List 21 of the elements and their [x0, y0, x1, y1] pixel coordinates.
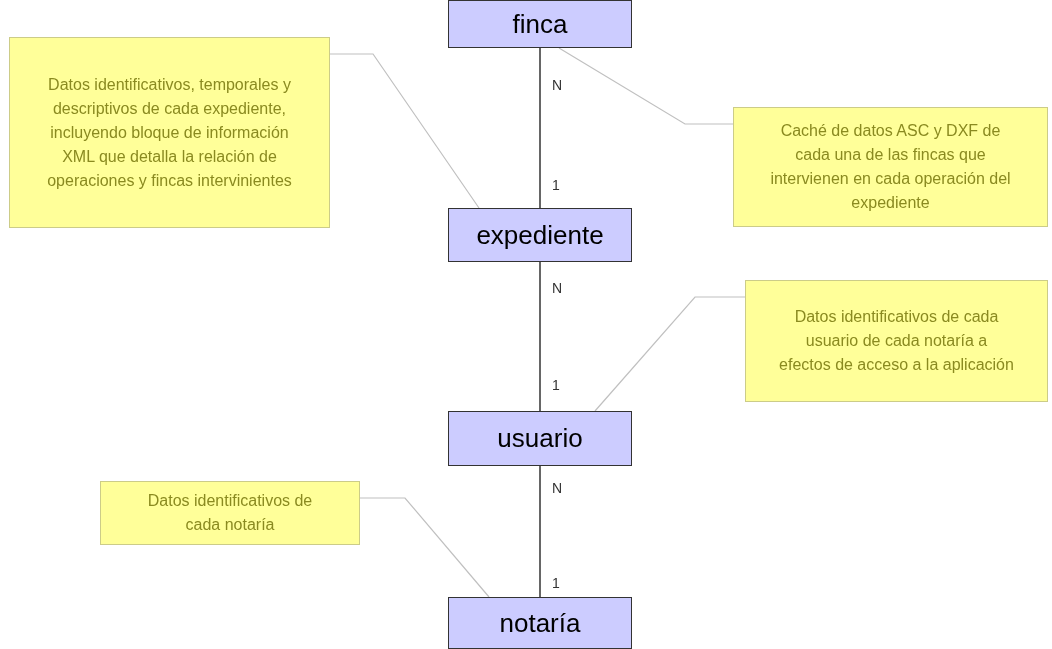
relationship-line [539, 47, 541, 209]
relationship-line [539, 465, 541, 598]
note-box: Datos identificativos de cada usuario de cada notaría a efectos de acceso a la aplicación [745, 280, 1048, 402]
cardinality-label: N [552, 78, 563, 92]
leader-line [359, 497, 490, 598]
cardinality-label: N [552, 281, 563, 295]
note-box: Caché de datos ASC y DXF de cada una de las fincas que intervienen en cada operación del expediente [733, 107, 1048, 227]
leader-line [329, 53, 480, 209]
leader-line [594, 296, 746, 412]
entity-box: expediente [448, 208, 632, 262]
cardinality-label: 1 [552, 576, 560, 590]
cardinality-label: N [552, 481, 563, 495]
entity-box: finca [448, 0, 632, 48]
note-box: Datos identificativos de cada notaría [100, 481, 360, 545]
cardinality-label: 1 [552, 378, 560, 392]
entity-box: usuario [448, 411, 632, 466]
cardinality-label: 1 [552, 178, 560, 192]
leader-line [558, 47, 734, 125]
entity-box: notaría [448, 597, 632, 649]
note-box: Datos identificativos, temporales y descriptivos de cada expediente, incluyendo bloque de información XML que detalla la relación de operaciones y fincas intervinientes [9, 37, 330, 228]
relationship-line [539, 261, 541, 412]
